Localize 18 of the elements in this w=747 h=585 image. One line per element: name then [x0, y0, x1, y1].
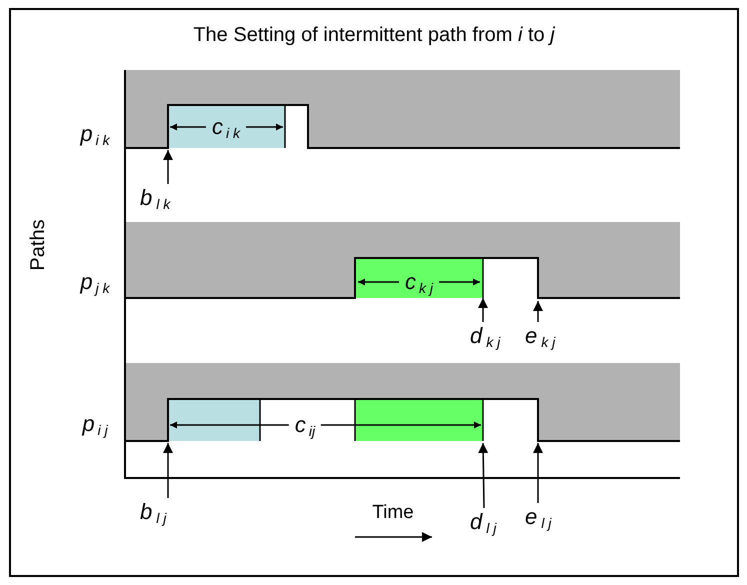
leader-arrow: [478, 298, 488, 322]
leader-arrow: [478, 442, 488, 508]
event-label: e$_{k j}$: [525, 324, 556, 348]
event-label: b$_{l j}$: [140, 500, 166, 524]
path-label: p$_{i j}$: [80, 412, 109, 436]
title: The Setting of intermittent path from i to j: [192, 23, 556, 48]
leader-arrow: [533, 443, 543, 503]
axis-title: Paths: [26, 219, 50, 271]
event-label: b$_{l k}$: [140, 186, 170, 210]
leader-arrow: [163, 443, 173, 498]
event-label: d$_{l j}$: [470, 510, 496, 534]
leader-arrow: [533, 301, 543, 322]
time-label: Time: [372, 502, 414, 524]
leader-arrow: [163, 150, 173, 184]
event-label: d$_{k j}$: [470, 324, 500, 348]
path-label: p$_{j k}$: [78, 270, 111, 294]
path-label: p$_{i k}$: [78, 122, 111, 146]
event-label: e$_{l j}$: [525, 505, 552, 529]
